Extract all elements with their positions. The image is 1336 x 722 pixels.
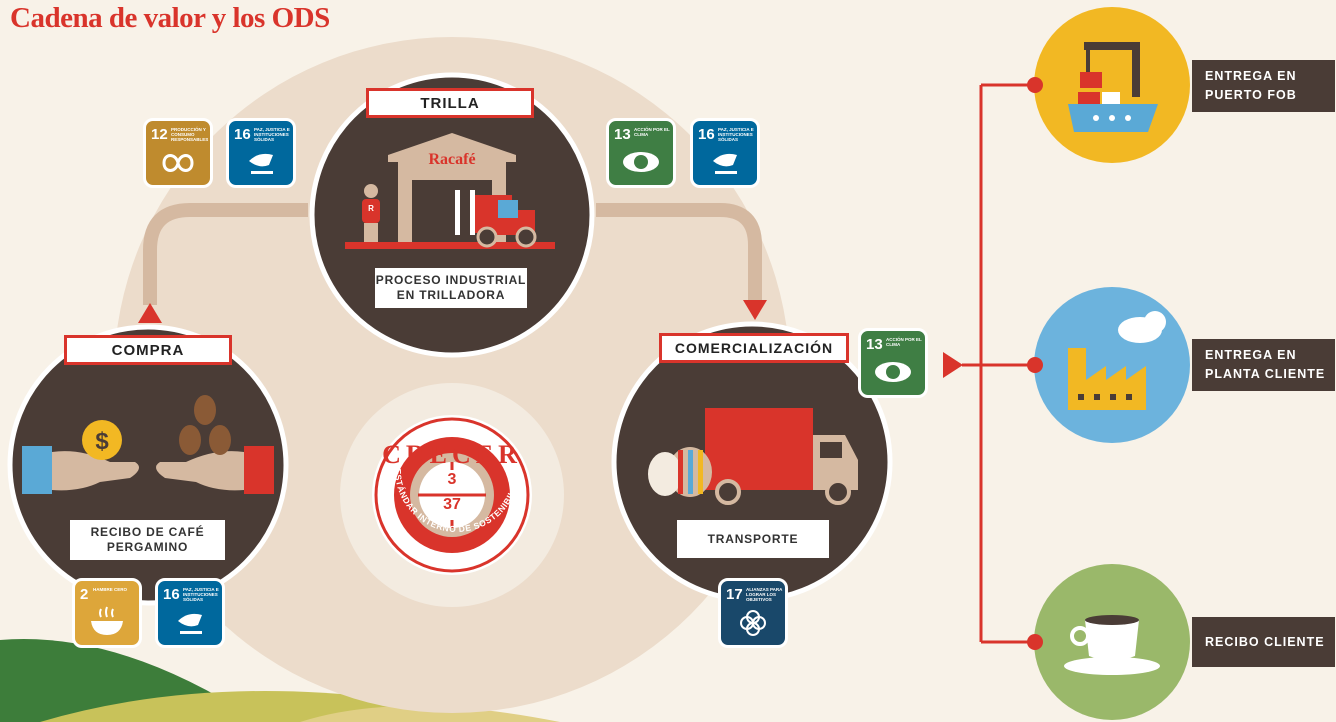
- arrow-down-head: [743, 300, 767, 320]
- dest-arrow-icon: [943, 352, 963, 378]
- sdg-17-tile: 17 ALIANZAS PARA LOGRAR LOS OBJETIVOS: [718, 578, 788, 648]
- warehouse-roof: [388, 133, 516, 162]
- sdg-16-tile-trilla-right: 16 PAZ, JUSTICIA E INSTITUCIONES SÓLIDAS: [690, 118, 760, 188]
- destination-label-port: ENTREGA EN PUERTO FOB: [1192, 60, 1335, 112]
- coin-icon: [82, 420, 122, 460]
- destination-plant-circle: [1034, 287, 1190, 443]
- arrow-trilla-comercializacion: [596, 203, 762, 300]
- dest-client-line1: RECIBO CLIENTE: [1205, 634, 1325, 649]
- destination-port-circle: [1034, 7, 1190, 163]
- crane-icon: [1084, 42, 1140, 50]
- dest-port-line1: ENTREGA EN: [1205, 69, 1297, 83]
- sdg-16-tile-compra: 16 PAZ, JUSTICIA E INSTITUCIONES SÓLIDAS: [155, 578, 225, 648]
- compra-sub-line1: RECIBO DE CAFÉ: [90, 525, 205, 539]
- eye-globe-icon: [623, 152, 659, 172]
- arrow-up-head: [138, 303, 162, 323]
- sdg-number: 2: [80, 586, 89, 603]
- destination-client-circle: [1034, 564, 1190, 720]
- sdg-number: 16: [234, 126, 251, 143]
- hand-right-icon: [244, 446, 274, 494]
- destination-label-plant: ENTREGA EN PLANTA CLIENTE: [1192, 339, 1335, 391]
- sdg-text: ACCIÓN POR EL CLIMA: [634, 127, 670, 138]
- sdg-text: PAZ, JUSTICIA E INSTITUCIONES SÓLIDAS: [183, 587, 219, 603]
- racafe-brand: Racafé: [428, 151, 476, 168]
- eye-globe-icon: [875, 362, 911, 382]
- trilla-sub-line2: EN TRILLADORA: [396, 288, 506, 302]
- compra-circle: $: [7, 324, 289, 606]
- sdg-number: 12: [151, 126, 168, 143]
- comercializacion-label: COMERCIALIZACIÓN: [659, 333, 849, 363]
- sdg-number: 17: [726, 586, 743, 603]
- sdg-13-tile-comercializacion: 13 ACCIÓN POR EL CLIMA: [858, 328, 928, 398]
- sdg-text: PAZ, JUSTICIA E INSTITUCIONES SÓLIDAS: [254, 127, 290, 143]
- trilla-sub-line1: PROCESO INDUSTRIAL: [375, 273, 527, 287]
- crecer-bottom-number: 37: [443, 496, 461, 513]
- partnership-flower-icon: [740, 610, 766, 636]
- crecer-word: CRECER: [382, 440, 522, 469]
- sdg-number: 13: [866, 336, 883, 353]
- dest-plant-line2: PLANTA CLIENTE: [1205, 367, 1326, 381]
- svg-text:$: $: [95, 428, 109, 455]
- coffee-cup-icon: [1064, 657, 1160, 675]
- coffee-bean-icon: [194, 395, 216, 425]
- arrow-compra-trilla: [143, 203, 308, 305]
- dest-plant-line1: ENTREGA EN: [1205, 348, 1297, 362]
- sdg-text: HAMBRE CERO: [93, 587, 128, 592]
- light-hill: [300, 706, 560, 722]
- dove-icon: [713, 153, 737, 174]
- crecer-seal: [340, 383, 564, 607]
- crecer-top-number: 3: [447, 471, 457, 488]
- sdg-12-tile: 12 PRODUCCIÓN Y CONSUMO RESPONSABLES: [143, 118, 213, 188]
- sdg-13-tile-trilla: 13 ACCIÓN POR EL CLIMA: [606, 118, 676, 188]
- dove-icon: [178, 613, 202, 634]
- worker-icon: [364, 184, 378, 198]
- sdg-number: 16: [163, 586, 180, 603]
- compra-sub: RECIBO DE CAFÉ PERGAMINO: [70, 520, 225, 560]
- sdg-number: 16: [698, 126, 715, 143]
- infinity-icon: [162, 154, 194, 172]
- sdg-2-tile: 2 HAMBRE CERO: [72, 578, 142, 648]
- sdg-number: 13: [614, 126, 631, 143]
- destination-label-client: RECIBO CLIENTE: [1192, 617, 1335, 667]
- trilla-label: TRILLA: [366, 88, 534, 118]
- dove-icon: [249, 153, 273, 174]
- truck-icon: [705, 408, 813, 490]
- compra-label: COMPRA: [64, 335, 232, 365]
- sdg-16-tile-trilla: 16 PAZ, JUSTICIA E INSTITUCIONES SÓLIDAS: [226, 118, 296, 188]
- comercializacion-sub: TRANSPORTE: [677, 520, 829, 558]
- sdg-text: ACCIÓN POR EL CLIMA: [886, 337, 922, 348]
- compra-sub-line2: PERGAMINO: [106, 540, 189, 554]
- sdg-text: PRODUCCIÓN Y CONSUMO RESPONSABLES: [171, 127, 209, 143]
- dest-port-line2: PUERTO FOB: [1205, 88, 1297, 102]
- worker-badge: R: [368, 204, 374, 213]
- sdg-text: PAZ, JUSTICIA E INSTITUCIONES SÓLIDAS: [718, 127, 754, 143]
- page-title: Cadena de valor y los ODS: [10, 2, 330, 34]
- comercializacion-sub-line1: TRANSPORTE: [707, 531, 799, 546]
- comercializacion-circle: [611, 321, 893, 603]
- sdg-text: ALIANZAS PARA LOGRAR LOS OBJETIVOS: [746, 587, 783, 603]
- bowl-icon: [91, 606, 123, 635]
- hand-left-icon: [22, 446, 52, 494]
- trilla-sub: PROCESO INDUSTRIAL EN TRILLADORA: [375, 268, 527, 308]
